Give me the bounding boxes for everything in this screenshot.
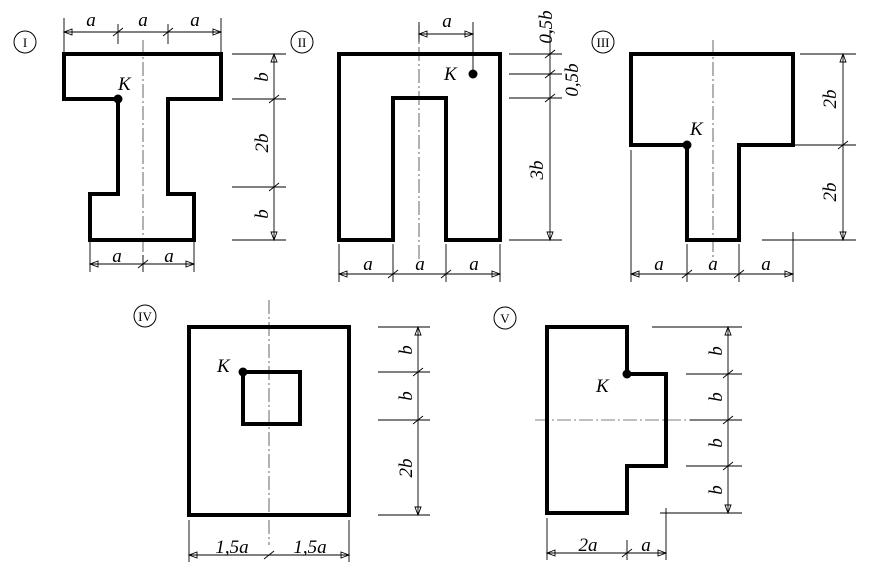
figure-I-outline (62, 52, 223, 242)
figure-V-point-marker (622, 369, 632, 379)
figure-III-numeral: III (597, 35, 610, 50)
figure-IV-side-dimension (378, 325, 430, 517)
figure-II-badge (290, 30, 314, 54)
figure-IV-bottom-dim-2: 1,5a (293, 537, 326, 558)
figure-I-badge (13, 30, 37, 54)
figure-IV-hole (241, 370, 302, 426)
figure-V-outline (545, 325, 668, 515)
figure-II-side-dim-1: 0,5b (536, 10, 557, 43)
figure-I-top-dim-3: a (190, 10, 200, 31)
figure-I-side-dimension (232, 52, 286, 242)
figure-II-point-marker (468, 69, 478, 79)
figure-IV-bottom-dimension (187, 520, 351, 562)
figure-IV-side-dim-1: b (396, 345, 417, 355)
figure-III-side-dim-2: 2b (820, 183, 841, 202)
figure-I-top-dim-1: a (86, 10, 96, 31)
figure-III-bottom-dim-3: a (761, 254, 771, 275)
figure-V-side-dimension (652, 325, 742, 515)
figure-IV-badge (133, 304, 157, 328)
figure-I-bottom-dim-2: a (164, 246, 174, 267)
figure-I-top-dim-2: a (138, 10, 148, 31)
figure-II-top-dimension (417, 22, 475, 70)
figure-I: I K a a a a a (13, 10, 286, 272)
figure-II-bottom-dimension (337, 244, 502, 282)
figure-III-outline (629, 52, 795, 242)
figure-II-side-dimension (509, 30, 562, 242)
figure-II-side-dim-2: 0,5b (562, 63, 583, 96)
figure-II-top-dim-1: a (442, 11, 452, 32)
figure-III-point-label: K (689, 119, 704, 140)
figure-I-point-marker (113, 94, 123, 104)
figure-I-point-label: K (117, 74, 132, 95)
figure-I-side-dim-2: 2b (252, 134, 273, 153)
figure-IV-side-dim-2: b (396, 391, 417, 401)
figure-III-point-marker (682, 140, 692, 150)
figure-IV-numeral: IV (138, 309, 152, 324)
figure-III: III K a a a 2b 2 (591, 30, 856, 282)
figure-V-side-dim-3: b (706, 438, 727, 448)
figure-I-top-dimension (62, 18, 223, 54)
figure-III-badge (591, 30, 615, 54)
figure-V-bottom-dimension (545, 508, 668, 560)
figure-V-side-dim-2: b (706, 392, 727, 402)
figure-IV-side-dim-3: 2b (396, 459, 417, 478)
figure-II-bottom-dim-3: a (469, 254, 479, 275)
figure-III-side-dim-1: 2b (820, 90, 841, 109)
figure-V-numeral: V (500, 311, 510, 326)
figure-V-point-label: K (595, 376, 610, 397)
figure-III-side-dimension (744, 52, 856, 242)
figure-I-side-dim-3: b (252, 209, 273, 219)
figure-III-bottom-dim-1: a (654, 254, 664, 275)
figure-II: II K a a a a (290, 10, 583, 282)
figure-V-side-dim-4: b (706, 485, 727, 495)
figure-I-bottom-dim-1: a (112, 246, 122, 267)
figure-III-bottom-dimension (629, 150, 795, 282)
figure-V-side-dim-1: b (706, 346, 727, 356)
figure-V: V K 2a a b (493, 306, 742, 560)
figure-V-bottom-dim-2: a (641, 535, 651, 556)
figure-I-side-dim-1: b (252, 72, 273, 82)
figure-I-numeral: I (23, 35, 27, 50)
figure-V-badge (493, 306, 517, 330)
figure-I-bottom-dimension (88, 242, 196, 272)
figure-II-side-dim-3: 3b (527, 161, 548, 181)
figure-IV-bottom-dim-1: 1,5a (215, 537, 248, 558)
figure-II-outline (337, 52, 502, 242)
figure-IV: IV K 1,5a 1,5a b b (133, 300, 430, 562)
figure-IV-point-marker (238, 367, 248, 377)
figure-II-numeral: II (298, 35, 307, 50)
figure-V-bottom-dim-1: 2a (579, 535, 598, 556)
figure-IV-point-label: K (216, 356, 231, 377)
figure-II-bottom-dim-1: a (363, 254, 373, 275)
figure-II-bottom-dim-2: a (415, 254, 425, 275)
figure-III-bottom-dim-2: a (708, 254, 718, 275)
figure-II-point-label: K (443, 64, 458, 85)
